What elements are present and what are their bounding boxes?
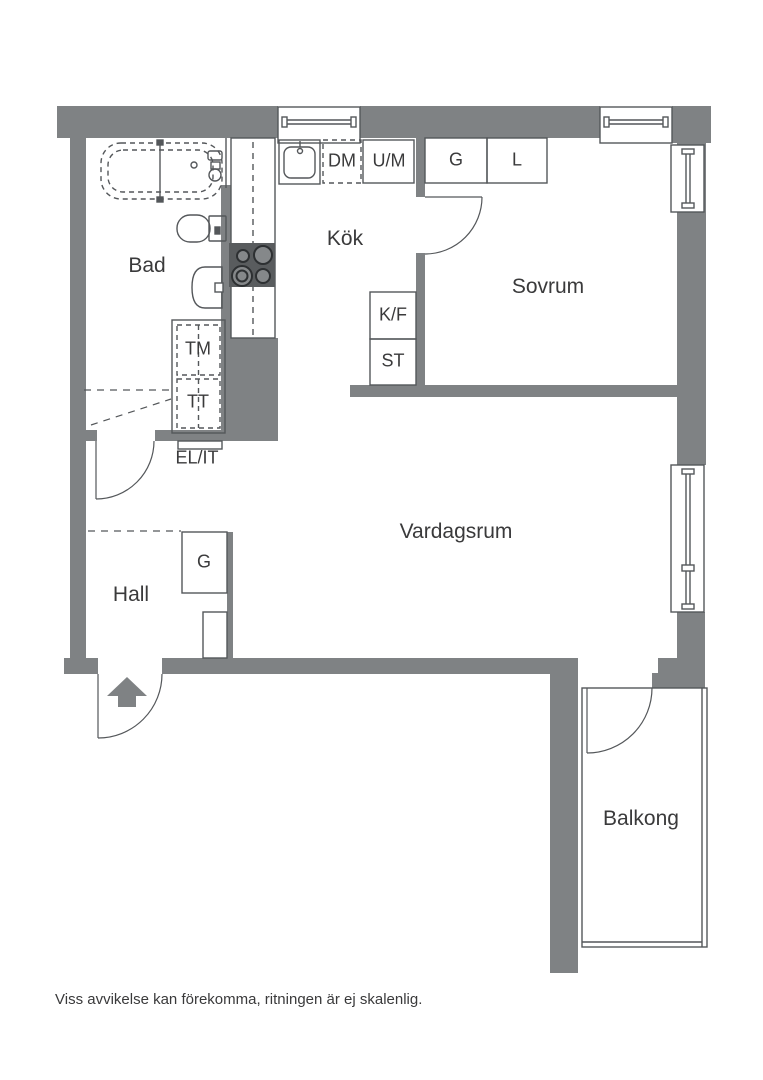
wall-top-mid [360, 106, 600, 138]
kitchen-counter [230, 137, 276, 339]
wall-bath-door-stub [84, 430, 97, 441]
cleaning-closet-box [369, 338, 417, 386]
wall-kitchen-bedroom-lower [416, 253, 425, 397]
door-balcony [586, 687, 653, 754]
unit-label-tt: TT [187, 391, 209, 412]
washbasin [191, 266, 224, 309]
room-label-sovrum: Sovrum [511, 275, 585, 298]
room-label-balkong: Balkong [603, 807, 679, 830]
balcony-railing [581, 687, 708, 948]
wall-bottom-left-corner [64, 658, 98, 674]
window-livingroom-right [670, 464, 705, 613]
wall-top-right-corner [672, 106, 711, 143]
wall-elit-bottom [155, 430, 278, 441]
wall-kitchen-bedroom-upper [416, 138, 425, 197]
room-label-vardagsrum: Vardagsrum [399, 520, 513, 543]
window-kitchen-top [277, 106, 361, 144]
room-label-hall: Hall [112, 583, 150, 606]
window-bedroom-right [670, 144, 705, 213]
wall-hall-closet [227, 532, 233, 658]
unit-label-um: U/M [372, 150, 406, 171]
window-bedroom-top [599, 106, 673, 144]
bedroom-closet-l-box [486, 137, 548, 184]
room-label-kok: Kök [326, 227, 364, 250]
unit-label-g-hall: G [196, 551, 212, 572]
stove [229, 243, 275, 287]
room-label-bad: Bad [128, 254, 166, 277]
hall-closet-g-box [181, 531, 228, 594]
wall-right-step-b [652, 673, 705, 688]
wall-balcony-west [550, 658, 578, 973]
wall-left [70, 138, 86, 674]
elit-cabinet [177, 440, 223, 450]
wall-sovrum-vardagsrum [350, 385, 678, 397]
entrance-arrow-icon [107, 677, 147, 707]
unit-label-g-bedroom: G [448, 149, 464, 170]
unit-label-l-bedroom: L [511, 149, 523, 170]
wall-top-left [57, 106, 278, 138]
unit-label-elit: EL/IT [175, 447, 219, 468]
hall-niche-box [202, 611, 228, 659]
dishwasher-box [322, 139, 362, 184]
unit-label-dm: DM [328, 150, 356, 171]
disclaimer-text: Viss avvikelse kan förekomma, ritningen … [55, 991, 423, 1008]
wall-kitchen-south-block [231, 338, 278, 441]
unit-label-kf: K/F [378, 304, 408, 325]
unit-label-tm: TM [185, 338, 211, 359]
wall-bottom [162, 658, 550, 674]
shower-screen [156, 139, 198, 203]
wall-right-mid [677, 612, 705, 658]
oven-micro-box [362, 139, 415, 184]
door-bedroom [424, 196, 483, 255]
wall-right-step-a [658, 658, 705, 673]
door-bathroom [95, 440, 155, 500]
unit-label-st: ST [381, 350, 405, 371]
washer-dryer-cabinet [171, 319, 226, 434]
door-entrance [97, 673, 163, 739]
bathtub-faucet-icon [207, 150, 223, 182]
toilet [176, 214, 227, 243]
ceiling-height-dashes [84, 389, 181, 532]
kitchen-sink [278, 139, 321, 185]
bathtub [100, 142, 223, 200]
wall-bath-kitchen [221, 185, 231, 441]
